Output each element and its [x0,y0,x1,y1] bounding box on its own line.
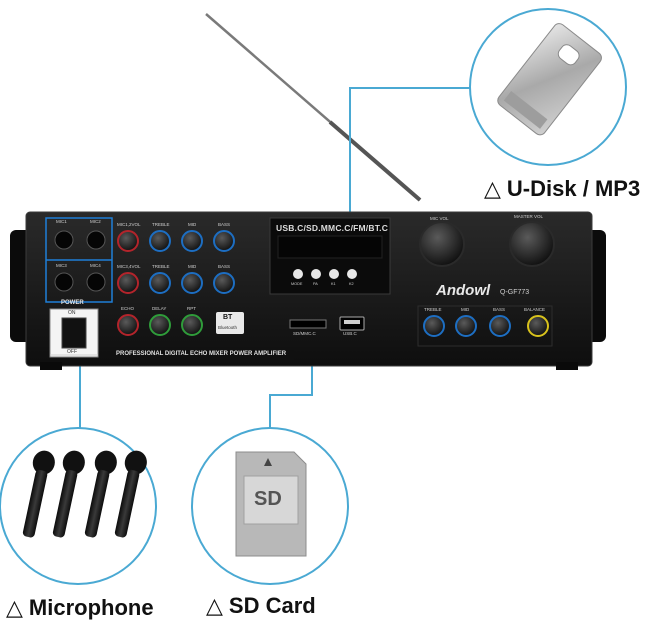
power-label: POWER [61,300,84,306]
big-knob-label: MIC VOL [430,216,449,221]
sd-card-caption: △SD Card [206,593,316,619]
knob-label: ECHO [121,306,135,311]
power-switch [61,317,87,349]
power-on-label: ON [68,310,76,316]
mic-jacks [54,230,106,292]
microphone-icons [22,450,147,538]
jack-label: MIC2 [90,219,101,224]
big-knob-label: MASTER VOL [514,214,544,219]
bottom-strip-text: PROFESSIONAL DIGITAL ECHO MIXER POWER AM… [116,351,287,357]
microphone-caption-text: Microphone [28,595,154,620]
display-text: USB.C/SD.MMC.C/FM/BT.C [276,223,389,233]
knob-label: MIC3,4VOL [117,264,141,269]
knob-label: RPT [187,306,196,311]
right-knob-label: MID [461,307,470,312]
power-off-label: OFF [67,349,77,355]
model-number: Q-GF773 [500,289,530,296]
knob-label: TREBLE [152,222,170,227]
button-label: MODE [291,282,303,286]
triangle-icon: △ [484,176,501,201]
right-knob-label: BASS [493,307,506,312]
knob-label: TREBLE [152,264,170,269]
knob-label: MID [188,264,197,269]
sdmmc-label: SD/MMC.C [293,331,316,336]
jack-label: MIC3 [56,263,67,268]
bt-badge [216,312,244,334]
button-label: K1 [331,282,336,286]
button-label: PA [313,282,318,286]
knob-label: BASS [218,222,231,227]
brand-logo: Andowl [436,282,491,299]
triangle-icon: △ [6,595,23,620]
knob-label: MIC1,2VOL [117,222,141,227]
knob-label: MID [188,222,197,227]
jack-label: MIC1 [56,219,67,224]
bt-badge-label: BT [223,314,233,321]
usb-port-label: USB.C [343,331,357,336]
button-label: K2 [349,282,354,286]
usb-disk-caption: △U-Disk / MP3 [484,176,640,202]
bt-badge-sub: Bluetooth [218,325,238,330]
triangle-icon: △ [206,593,223,618]
jack-label: MIC4 [90,263,101,268]
sd-card-text: SD [254,488,282,510]
usb-drive-icon [497,23,602,136]
knob-row-2 [117,272,235,294]
right-knob-label: BALANCE [524,307,546,312]
sd-card-caption-text: SD Card [228,593,316,618]
knob-row-3 [117,314,203,336]
control-buttons [293,269,357,279]
knob-label: BASS [218,264,231,269]
usb-disk-caption-text: U-Disk / MP3 [506,176,641,201]
microphone-caption: △Microphone [6,595,154,621]
big-knobs [419,221,555,267]
sd-slot [289,319,327,329]
right-knob-label: TREBLE [424,307,442,312]
right-knobs [423,315,549,337]
knob-label: DELAY [152,306,167,311]
knob-row-1 [117,230,235,252]
